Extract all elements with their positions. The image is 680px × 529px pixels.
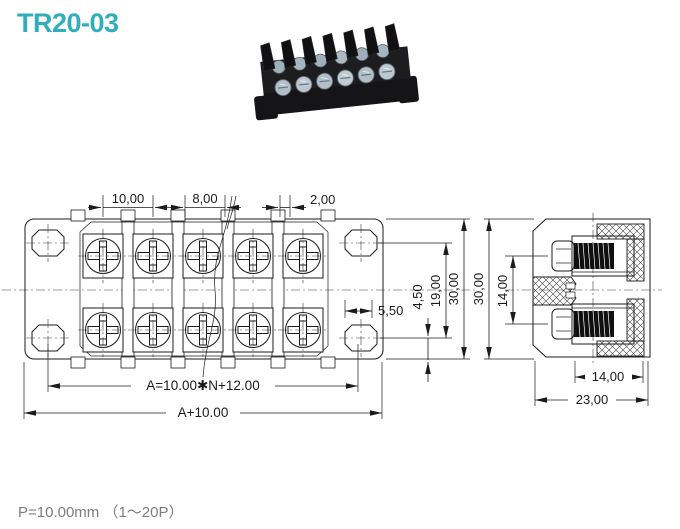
dim-side-height-label: 30,00 bbox=[471, 273, 486, 306]
dim-mounting-span-label: A=10.00✱N+12.00 bbox=[146, 378, 259, 393]
dim-clamp-width-label: 14,00 bbox=[592, 369, 625, 384]
break-line bbox=[202, 195, 237, 378]
side-screw-bottom bbox=[551, 303, 635, 345]
side-screw-top bbox=[551, 235, 635, 277]
screw-terminals bbox=[77, 228, 329, 358]
section-hatching bbox=[532, 223, 645, 357]
photo-barrier-fins bbox=[260, 23, 401, 72]
dim-hole-inset-label: 5,50 bbox=[378, 303, 403, 318]
front-body-outline bbox=[24, 218, 384, 360]
dim-opening-label: 8,00 bbox=[192, 191, 217, 206]
dim-barrier-label: 2,00 bbox=[310, 192, 335, 207]
page-title: TR20-03 bbox=[17, 8, 119, 38]
dim-overall-length-label: A+10.00 bbox=[178, 405, 229, 420]
pole-barriers bbox=[70, 209, 336, 369]
dim-pitch-label: 10,00 bbox=[112, 191, 145, 206]
product-photo bbox=[254, 23, 419, 121]
pitch-note: P=10.00mm （1～20P） bbox=[18, 504, 184, 521]
dim-screw-row-spacing-label: 14,00 bbox=[495, 275, 510, 308]
side-view-drawing bbox=[505, 213, 662, 364]
dim-overall-depth-label: 23,00 bbox=[576, 392, 609, 407]
front-view-drawing bbox=[2, 195, 476, 378]
dim-front-height-label: 30,00 bbox=[446, 273, 461, 306]
dimensions: 10,00 8,00 2,00 5,50 4,50 19,00 30,00 30… bbox=[23, 191, 649, 420]
dim-hole-to-edge-label: 4,50 bbox=[410, 284, 425, 309]
dim-hole-span-label: 19,00 bbox=[428, 275, 443, 308]
side-body-outline bbox=[532, 218, 651, 358]
photo-screws-front-row bbox=[274, 63, 396, 97]
